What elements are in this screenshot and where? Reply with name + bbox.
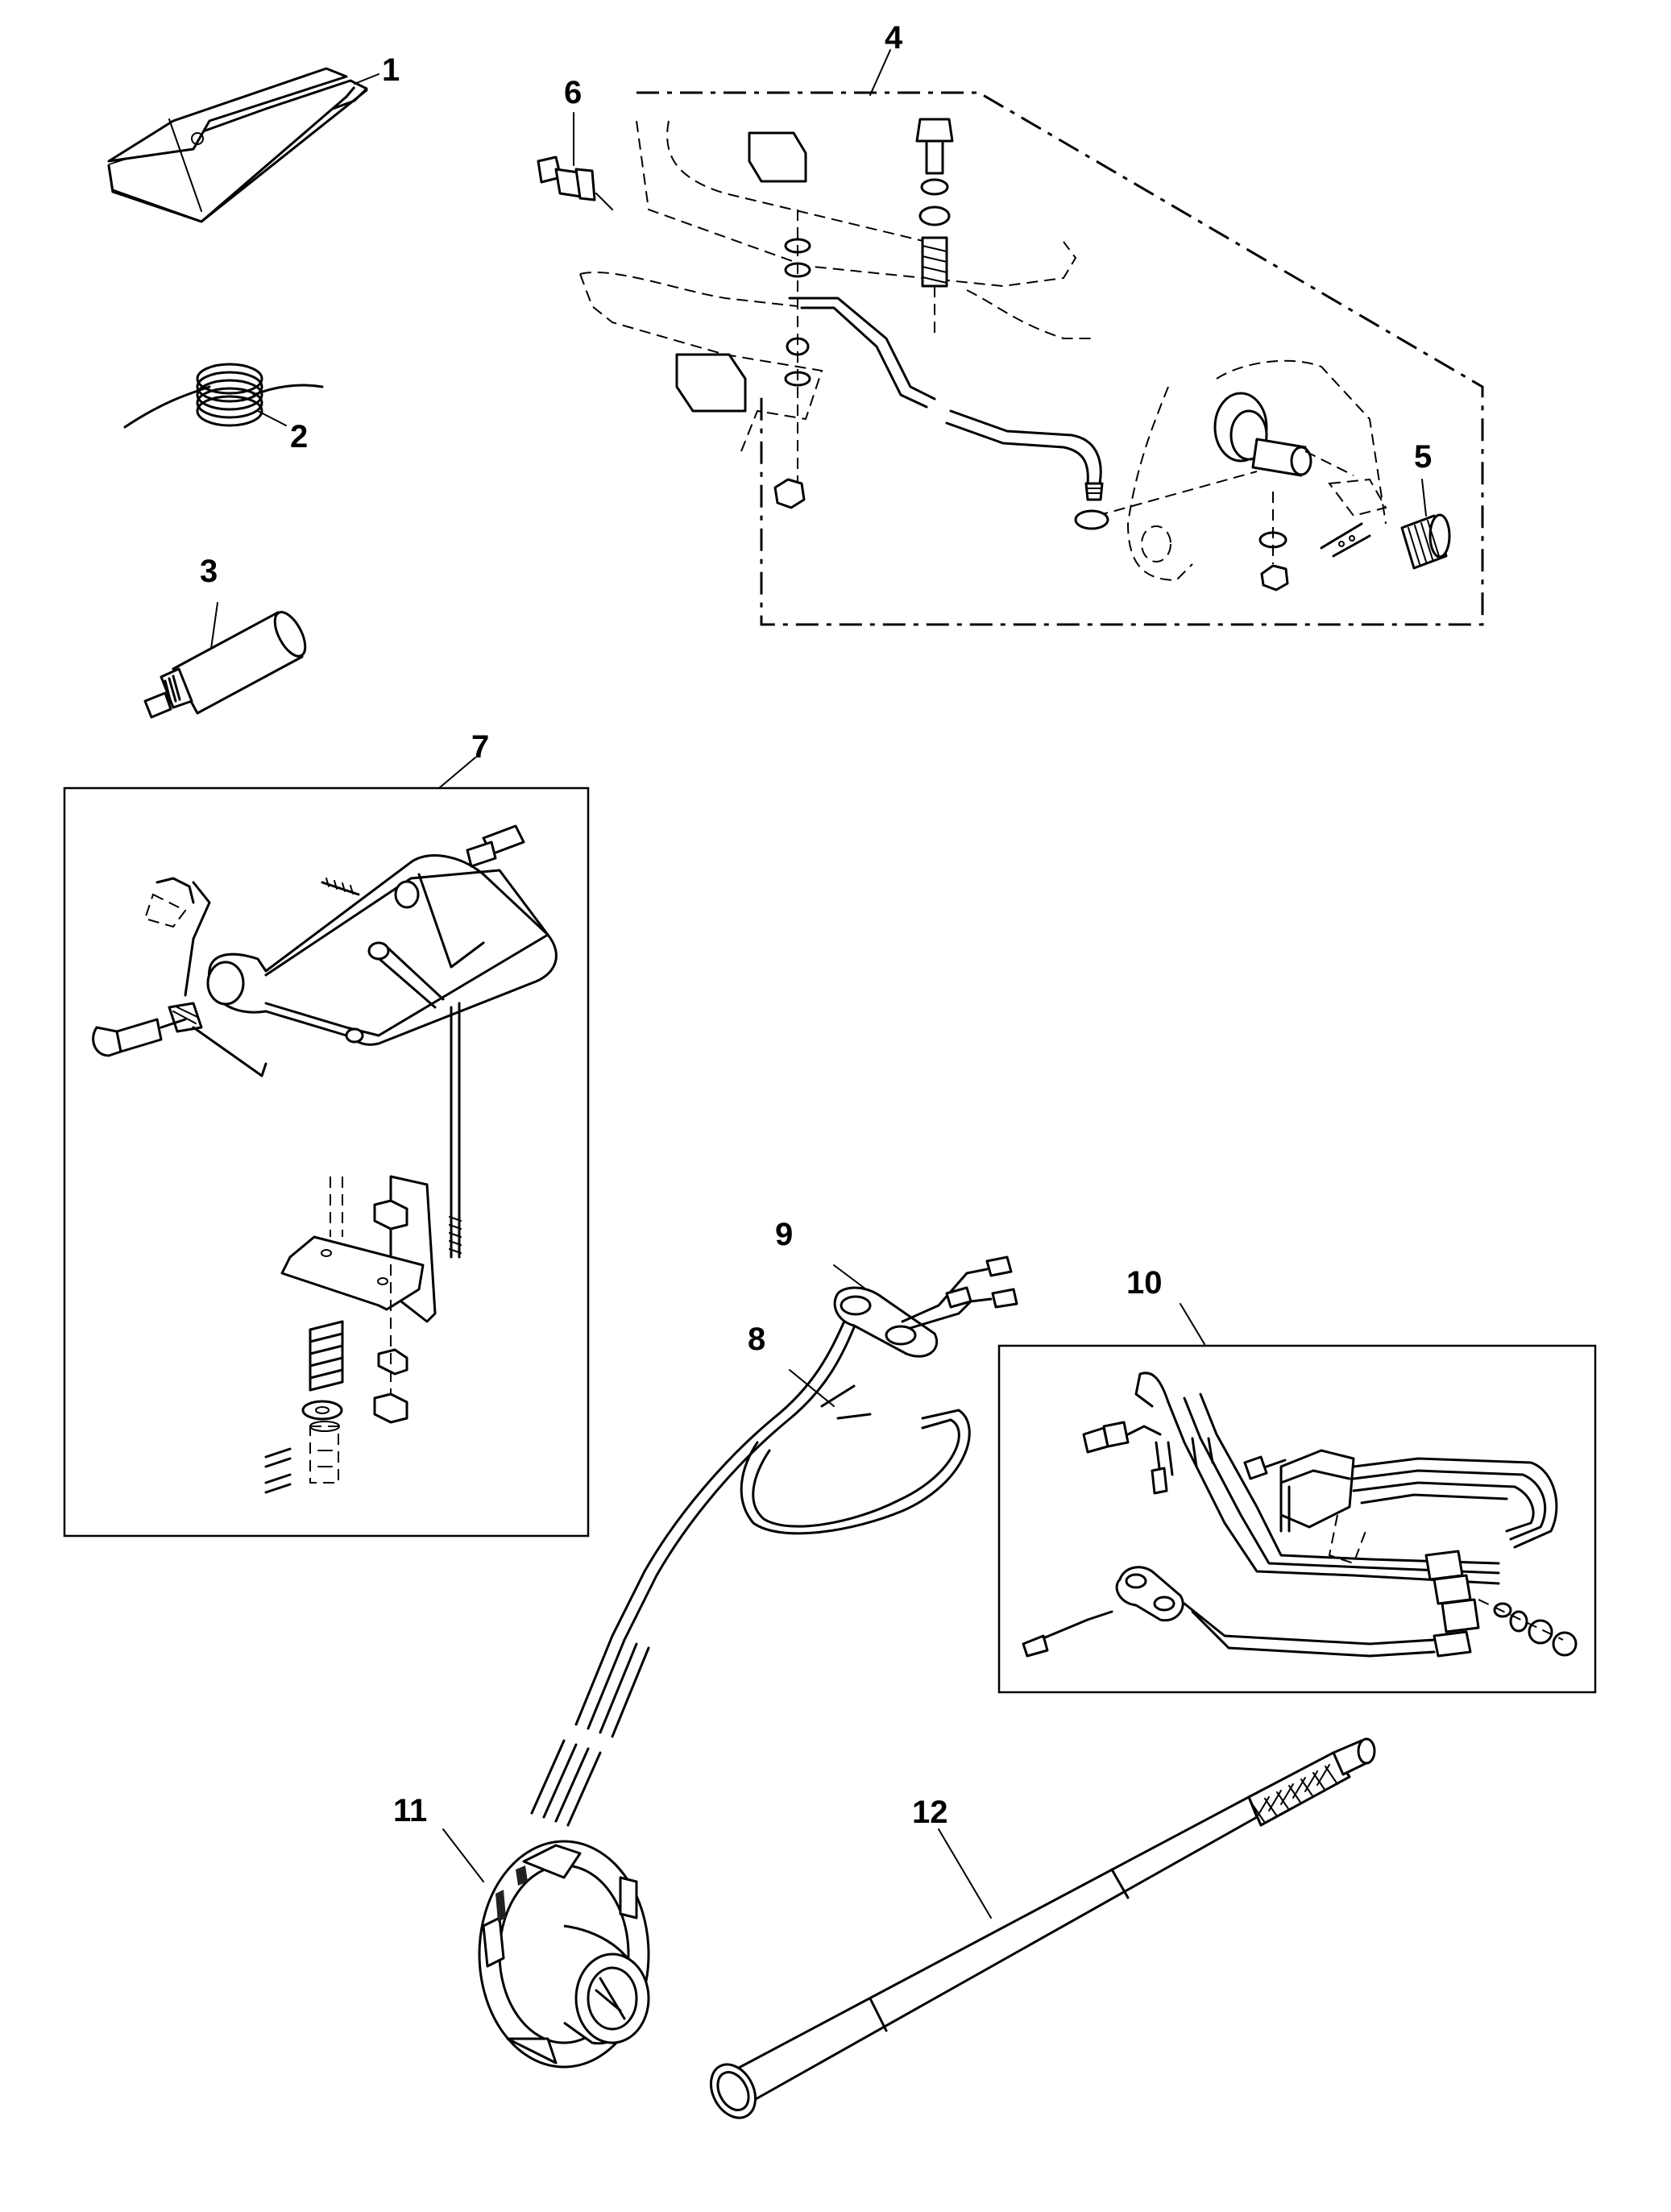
callout-9: 9 [775, 1217, 793, 1252]
leader-1 [354, 73, 379, 85]
callout-3: 3 [200, 554, 218, 589]
leader-7 [438, 757, 476, 789]
part-5-knob [1328, 478, 1451, 570]
callout-5: 5 [1414, 439, 1432, 475]
part-11-pulley [478, 1840, 650, 2069]
leader-10 [1180, 1303, 1205, 1345]
part-10-switch-harness [1022, 1372, 1578, 1658]
callout-7: 7 [471, 729, 489, 765]
callout-4: 4 [885, 20, 903, 56]
leader-3 [210, 602, 218, 649]
callout-8: 8 [748, 1322, 765, 1357]
part-3-grease-tube [143, 611, 307, 719]
leader-4 [869, 49, 891, 96]
callout-12: 12 [912, 1795, 948, 1830]
callout-6: 6 [564, 75, 582, 110]
part-8-harness [530, 1316, 971, 1827]
part-2-coil [123, 363, 324, 429]
callout-1: 1 [382, 52, 400, 88]
leader-12 [938, 1828, 992, 1919]
callout-10: 10 [1126, 1265, 1163, 1301]
callout-2: 2 [290, 419, 308, 454]
part-7-frame [92, 824, 558, 1494]
leader-2 [257, 410, 287, 426]
part-12-drive-shaft [709, 1737, 1376, 2119]
leader-5 [1421, 479, 1427, 517]
group-10-box [997, 1344, 1597, 1694]
part-9-grommet [833, 1255, 1018, 1358]
group-4-boundary [636, 91, 1484, 626]
leader-9 [833, 1264, 867, 1290]
part-6-grease-nipple [537, 156, 613, 210]
callout-11: 11 [393, 1793, 427, 1828]
leader-8 [789, 1369, 835, 1407]
group-7-box [63, 786, 590, 1538]
leader-11 [442, 1828, 484, 1882]
part-1-pouch [107, 67, 368, 223]
part-4-linkage [579, 118, 1387, 591]
